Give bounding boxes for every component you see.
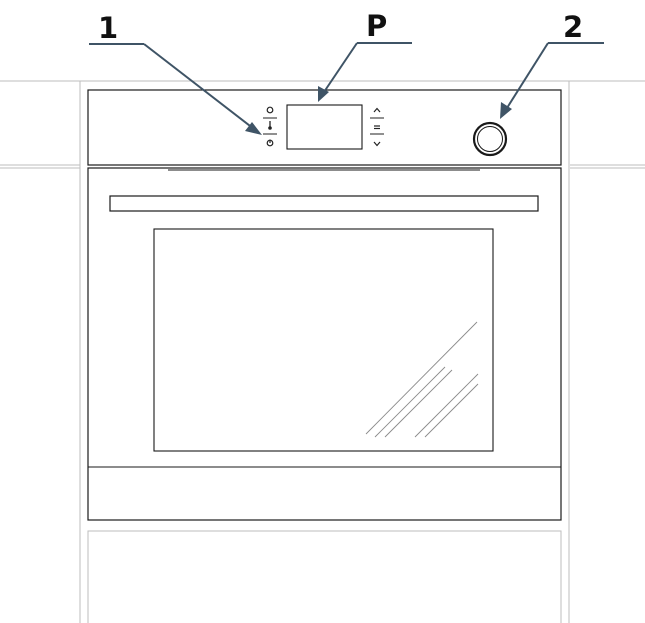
display-screen [286, 104, 363, 150]
up-button[interactable] [373, 107, 381, 113]
oven [87, 89, 562, 521]
lower-drawer [87, 530, 562, 623]
callout-P: P [318, 9, 412, 102]
oven-door [87, 167, 562, 521]
left-control-buttons [263, 106, 277, 147]
glass-reflection [365, 321, 479, 438]
power-icon [266, 139, 274, 147]
callout-2: 2 [500, 10, 604, 119]
confirm-icon [374, 125, 380, 130]
confirm-button[interactable] [374, 125, 380, 130]
power-button[interactable] [266, 139, 274, 147]
right-control-buttons [370, 107, 384, 147]
callout-arrowhead [318, 86, 329, 102]
callout-label-1: 1 [98, 11, 118, 45]
callout-label-P: P [366, 9, 387, 43]
down-button[interactable] [373, 141, 381, 147]
rotary-knob-outer [472, 121, 508, 157]
down-arrow-icon [373, 141, 381, 147]
clock-button[interactable] [266, 106, 274, 114]
thermometer-icon [268, 121, 272, 130]
callout-1: 1 [89, 11, 262, 135]
cabinet [0, 80, 645, 623]
up-arrow-icon [373, 107, 381, 113]
callout-leader [143, 43, 255, 130]
door-handle [109, 195, 539, 212]
rotary-knob-inner [477, 126, 503, 152]
callout-label-2: 2 [563, 10, 583, 44]
control-panel [87, 89, 562, 166]
callout-arrowhead [245, 122, 262, 135]
clock-icon [266, 106, 274, 114]
callout-leader [506, 42, 549, 109]
callout-leader [323, 42, 358, 93]
temperature-button[interactable] [268, 121, 272, 130]
door-window [153, 228, 494, 452]
callout-arrowhead [500, 102, 512, 119]
